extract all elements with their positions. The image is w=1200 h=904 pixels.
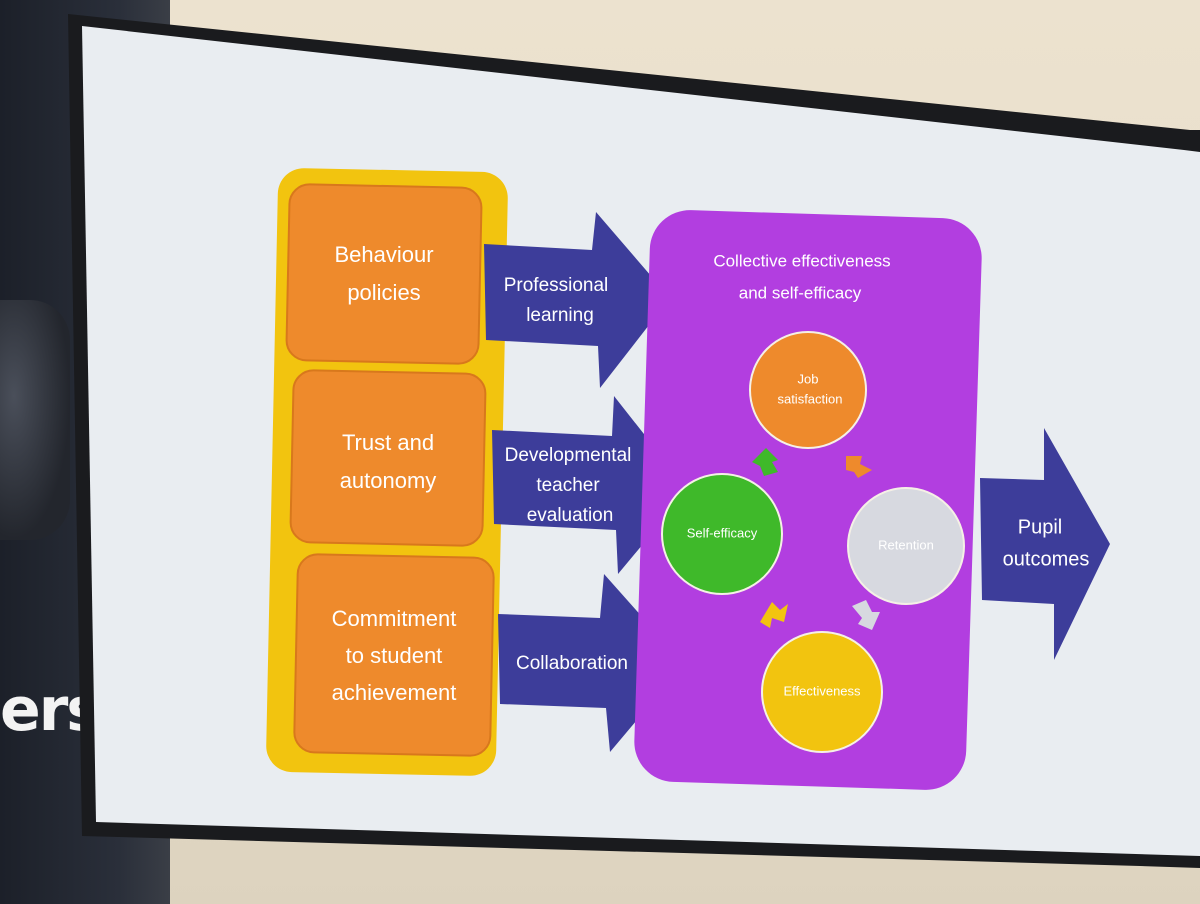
circle-label-line: Retention	[878, 537, 934, 552]
circle-label-line: Effectiveness	[783, 683, 861, 698]
collective-title-line: and self-efficacy	[739, 283, 862, 302]
collective-title-line: Collective effectiveness	[713, 251, 890, 270]
arrow-label-line: learning	[526, 305, 594, 326]
cycle-arrow-icon	[852, 600, 880, 630]
cycle-arrow-icon	[846, 456, 872, 478]
outcome-label-line: outcomes	[1003, 548, 1090, 570]
cycle-arrow-icon	[752, 448, 778, 476]
circle-job-satisfaction: Job satisfaction	[749, 331, 867, 449]
cycle-arrow-icon	[760, 602, 788, 628]
circle-retention: Retention	[847, 487, 965, 605]
factor-label-line: to student	[346, 643, 443, 668]
arrow-label-line: Professional	[504, 275, 609, 296]
factor-label-line: achievement	[332, 680, 457, 705]
arrow-label-line: Developmental	[505, 445, 632, 466]
arrow-developmental-evaluation: Developmental teacher evaluation	[492, 396, 688, 574]
circle-label-line: Job	[798, 371, 819, 386]
factor-label-line: Behaviour	[334, 242, 433, 267]
arrow-label-line: evaluation	[527, 505, 614, 526]
banner-photo	[0, 300, 70, 540]
factor-label-line: Commitment	[332, 606, 457, 631]
arrow-professional-learning: Professional learning	[484, 212, 670, 388]
circle-label-line: satisfaction	[777, 391, 842, 406]
factor-box-behaviour: Behaviour policies	[285, 183, 483, 365]
outcome-label-line: Pupil	[1018, 516, 1062, 538]
factor-box-trust: Trust and autonomy	[289, 369, 487, 547]
arrow-pupil-outcomes: Pupil outcomes	[980, 428, 1110, 660]
factor-box-commitment: Commitment to student achievement	[293, 553, 495, 757]
arrow-label-line: Collaboration	[516, 653, 628, 674]
factor-label-line: autonomy	[340, 468, 437, 493]
circle-label-line: Self-efficacy	[687, 525, 758, 540]
factor-label-line: policies	[347, 280, 420, 305]
circle-self-efficacy: Self-efficacy	[661, 473, 783, 595]
arrow-label-line: teacher	[536, 475, 600, 496]
collective-container	[634, 210, 982, 790]
factor-label-line: Trust and	[342, 430, 434, 455]
circle-effectiveness: Effectiveness	[761, 631, 883, 753]
